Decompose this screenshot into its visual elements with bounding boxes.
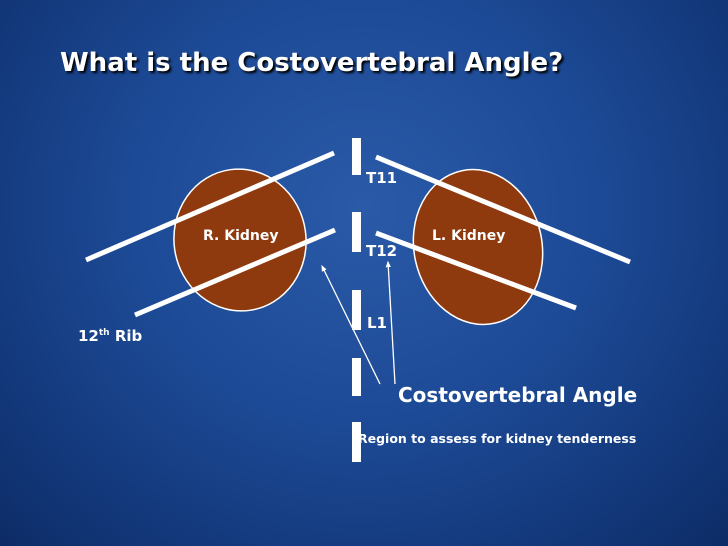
right-11th-rib [85,150,335,263]
t12-label: T12 [366,242,398,260]
right-kidney-label: R. Kidney [203,228,279,244]
left-kidney-shape [412,168,544,326]
slide-title: What is the Costovertebral Angle? [60,48,564,78]
rib-label: 12th Rib [78,329,142,344]
left-kidney-label: L. Kidney [432,228,506,244]
t11-label: T11 [366,169,398,187]
spine-segment [352,212,361,252]
cva-subtitle: Region to assess for kidney tenderness [358,431,637,446]
rib-suffix: th [98,328,110,338]
spine-segment [352,290,361,330]
spine-segment [352,138,361,175]
left-11th-rib [375,154,631,265]
spine-segment [352,422,361,462]
spine-segment [352,358,361,396]
l1-label: L1 [367,314,387,332]
cva-title: Costovertebral Angle [398,383,638,407]
rib-word: Rib [114,327,143,345]
right-kidney-shape [173,168,307,312]
right-12th-rib [134,227,336,318]
callout-arrow-right [321,264,381,385]
callout-arrow-left [385,260,396,385]
spine [352,138,361,462]
left-12th-rib [375,230,577,311]
rib-number: 12 [78,327,99,345]
